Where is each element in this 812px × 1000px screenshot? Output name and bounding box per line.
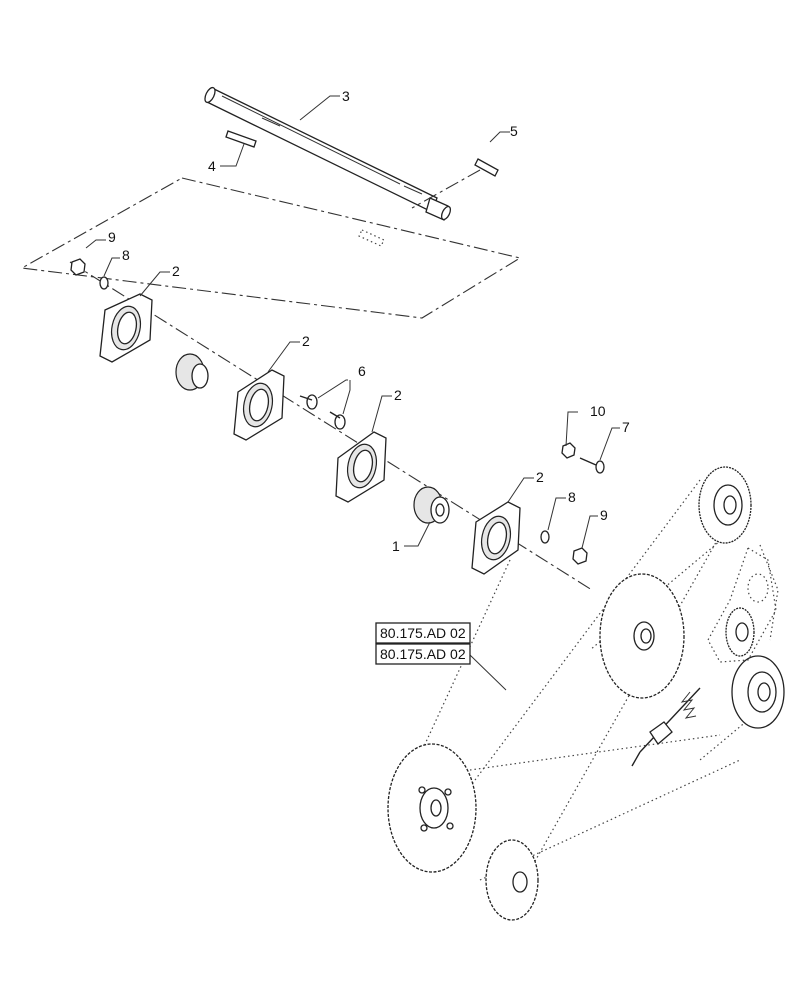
callout-9-right: 9 <box>600 507 608 523</box>
washer-right[interactable] <box>540 530 550 544</box>
carriage-bolt-2[interactable] <box>329 411 346 430</box>
callout-2-d: 2 <box>536 469 544 485</box>
callout-2-b: 2 <box>302 333 310 349</box>
callout-1: 1 <box>392 538 400 554</box>
hidden-key <box>358 229 385 247</box>
shaft-centerline <box>411 169 481 209</box>
callout-2-a: 2 <box>172 263 180 279</box>
bearing-insert-1[interactable] <box>175 353 209 391</box>
flange-bearing-4[interactable] <box>471 501 521 575</box>
reference-label-1: 80.175.AD 02 <box>380 625 466 641</box>
nut-top[interactable] <box>70 258 86 276</box>
callout-6: 6 <box>358 363 366 379</box>
callout-8-right: 8 <box>568 489 576 505</box>
callout-9-top: 9 <box>108 229 116 245</box>
callout-8-top: 8 <box>122 247 130 263</box>
bolt[interactable] <box>579 457 605 474</box>
callout-7: 7 <box>622 419 630 435</box>
washer-top[interactable] <box>99 276 109 290</box>
assembly-boundary <box>20 177 522 319</box>
shaft-key-left[interactable] <box>225 130 257 148</box>
callout-2-c: 2 <box>394 387 402 403</box>
sprocket-large-lower[interactable] <box>387 743 477 873</box>
reference-link-2[interactable]: 80.175.AD 02 <box>375 643 471 665</box>
sprocket-small-lower[interactable] <box>485 839 539 921</box>
callout-4: 4 <box>208 158 216 174</box>
nut-small[interactable] <box>561 442 576 459</box>
tensioner-arm <box>707 547 777 663</box>
leader-lines <box>85 95 620 691</box>
sprocket-small-right[interactable] <box>725 607 755 657</box>
bearing[interactable] <box>413 486 450 524</box>
sprocket-large-middle[interactable] <box>599 573 685 699</box>
nut-right[interactable] <box>572 547 588 565</box>
idler-pulley[interactable] <box>731 655 785 729</box>
callout-10: 10 <box>590 403 606 419</box>
shaft-key-right[interactable] <box>474 158 499 177</box>
arm-pivot <box>747 573 769 603</box>
flange-bearing-3[interactable] <box>335 431 387 503</box>
flange-bearing-2[interactable] <box>233 369 285 441</box>
carriage-bolt-1[interactable] <box>299 394 318 410</box>
sprocket-upper[interactable] <box>698 466 752 544</box>
reference-link-1[interactable]: 80.175.AD 02 <box>375 622 471 644</box>
flange-bearing-1[interactable] <box>99 293 153 363</box>
chain-tensioner-spring[interactable] <box>631 687 701 767</box>
reference-label-2: 80.175.AD 02 <box>380 646 466 662</box>
callout-3: 3 <box>342 88 350 104</box>
callout-5: 5 <box>510 123 518 139</box>
shaft[interactable] <box>203 86 452 221</box>
